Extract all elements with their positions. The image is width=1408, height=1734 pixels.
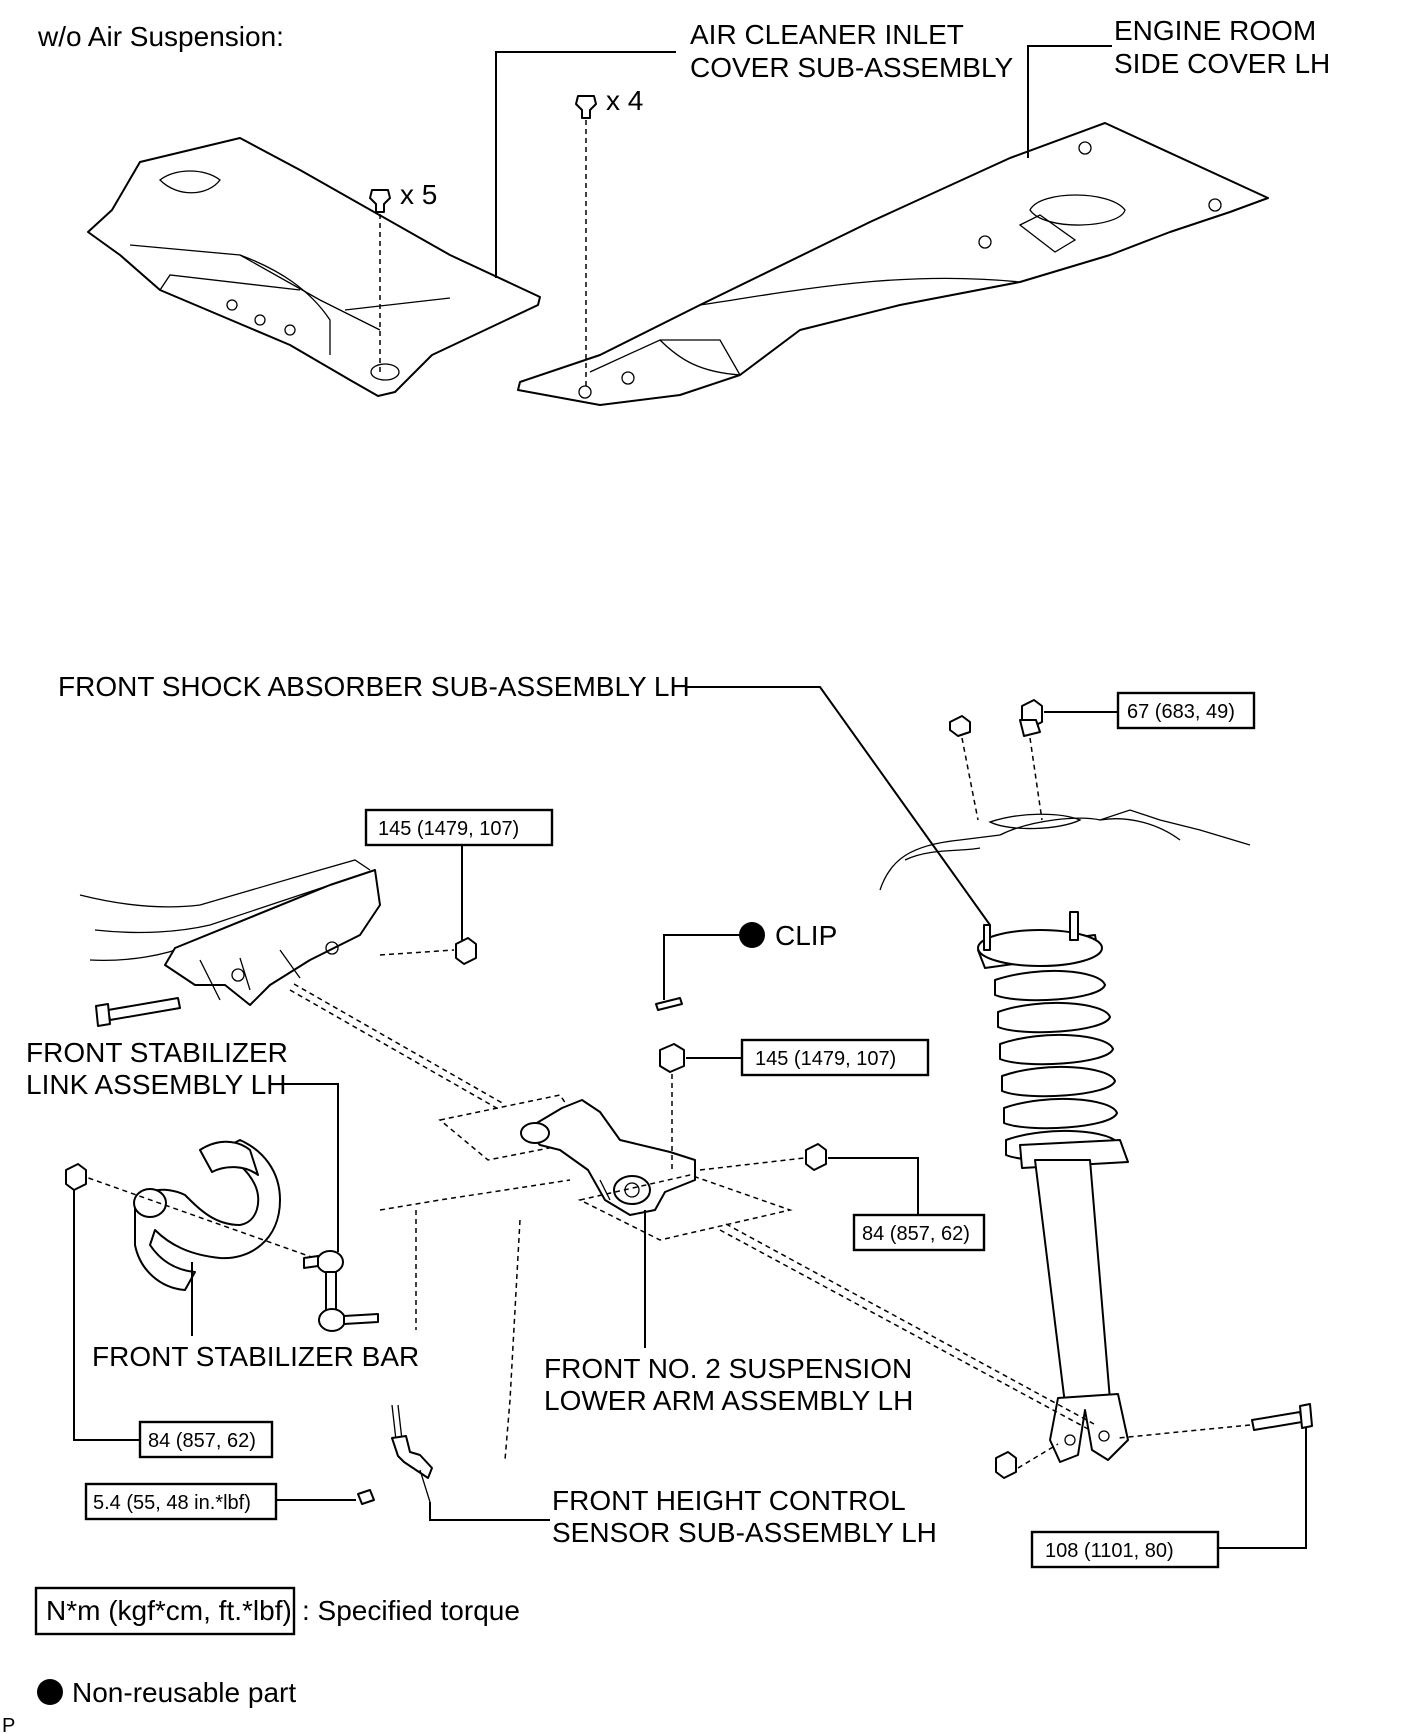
legend-non-reusable-icon: [37, 1679, 63, 1705]
engine-room-cover-label-1: ENGINE ROOM: [1114, 15, 1316, 46]
arm-shock-guide-b: [725, 1223, 1095, 1425]
arm-inner-nut-icon: [805, 1143, 827, 1171]
stabilizer-guide: [79, 1174, 321, 1261]
air-cleaner-cover-label-1: AIR CLEANER INLET: [690, 19, 964, 50]
stabilizer-nut-torque-leader: [73, 1190, 140, 1441]
arm-inner-plane: [438, 1094, 592, 1161]
non-reusable-mark-icon: [739, 922, 765, 948]
shock-lower-torque: 108 (1101, 80): [1045, 1540, 1174, 1562]
arm-outer-plane: [577, 1174, 793, 1241]
height-sensor-torque: 5.4 (55, 48 in.*lbf): [93, 1492, 251, 1514]
shock-lower-torque-box: [1030, 1530, 1220, 1569]
crossmember-nut-guide: [379, 949, 455, 956]
upper-mount-nut-icon: [949, 699, 1043, 737]
shock-absorber-label: FRONT SHOCK ABSORBER SUB-ASSEMBLY LH: [58, 671, 690, 702]
shock-absorber-drawing: [977, 911, 1129, 1463]
stabilizer-link-label-2: LINK ASSEMBLY LH: [26, 1069, 286, 1100]
lower-arm-label-2: LOWER ARM ASSEMBLY LH: [544, 1385, 913, 1416]
height-sensor-drawing: [391, 1404, 433, 1503]
corner-mark: P: [2, 1715, 15, 1734]
ball-joint-nut-icon: [659, 1043, 685, 1073]
arm-inner-guide-b: [293, 983, 505, 1105]
crossmember-torque: 145 (1479, 107): [378, 818, 519, 840]
arm-shock-guide-a: [719, 1229, 1091, 1431]
shock-absorber-leader: [686, 686, 991, 926]
side-cover-clip-icon: [575, 95, 597, 119]
stabilizer-bar-drawing: [133, 1139, 281, 1291]
crossmember-drawing: [79, 859, 381, 1006]
upper-mount-torque: 67 (683, 49): [1127, 701, 1235, 723]
legend-torque-unit: N*m (kgf*cm, ft.*lbf): [46, 1595, 292, 1626]
engine-room-side-cover-drawing: [517, 122, 1269, 406]
arm-inner-nut-guide: [699, 1157, 805, 1171]
sensor-guide: [504, 1219, 521, 1461]
cover-clip-count: x 5: [400, 179, 437, 210]
shock-lower-bolt-icon: [1251, 1403, 1313, 1431]
height-sensor-leader: [429, 1502, 550, 1521]
height-sensor-bolt-icon: [357, 1489, 375, 1505]
air-cleaner-inlet-cover-drawing: [87, 137, 541, 397]
upper-mount-guide-a: [961, 737, 979, 821]
stabilizer-nut-torque: 84 (857, 62): [148, 1430, 256, 1452]
arm-inner-torque-leader: [828, 1157, 919, 1215]
stabilizer-nut-icon: [65, 1163, 87, 1191]
stabilizer-bar-label: FRONT STABILIZER BAR: [92, 1341, 419, 1372]
clip-label: CLIP: [775, 920, 837, 951]
strut-tower-drawing: [879, 809, 1251, 891]
clip-icon: [369, 189, 391, 213]
shock-lower-nut-icon: [995, 1451, 1017, 1479]
stabilizer-arm-guide: [379, 1179, 571, 1211]
shock-lower-nut-guide: [1017, 1443, 1059, 1469]
legend-torque-text: : Specified torque: [302, 1595, 520, 1626]
side-cover-clip-count: x 4: [606, 85, 643, 116]
stabilizer-nut-torque-box: [138, 1420, 274, 1459]
cotter-clip-icon: [655, 997, 683, 1011]
air-cleaner-cover-label-2: COVER SUB-ASSEMBLY: [690, 52, 1013, 83]
engine-room-cover-label-2: SIDE COVER LH: [1114, 48, 1330, 79]
stabilizer-link-label-1: FRONT STABILIZER: [26, 1037, 288, 1068]
ball-joint-torque: 145 (1479, 107): [755, 1048, 896, 1070]
crossmember-torque-box: [364, 808, 554, 847]
shock-lower-torque-leader: [1218, 1428, 1307, 1549]
engine-room-cover-leader: [1027, 45, 1112, 158]
arm-inner-torque-box: [852, 1213, 986, 1252]
arm-inner-guide-a: [289, 989, 501, 1111]
arm-inner-torque: 84 (857, 62): [862, 1223, 970, 1245]
height-sensor-label-1: FRONT HEIGHT CONTROL: [552, 1485, 906, 1516]
upper-mount-torque-box: [1116, 691, 1256, 730]
stabilizer-link-leader: [282, 1083, 339, 1252]
ball-joint-torque-box: [740, 1038, 930, 1077]
air-cleaner-cover-leader: [495, 51, 676, 278]
crossmember-nut-icon: [455, 937, 477, 965]
clip-leader: [663, 934, 740, 1000]
lower-arm-label-1: FRONT NO. 2 SUSPENSION: [544, 1353, 912, 1384]
upper-mount-guide-b: [1029, 737, 1043, 821]
height-sensor-torque-box: [84, 1482, 278, 1521]
crossmember-bolt-icon: [95, 997, 181, 1027]
lower-arm-drawing: [520, 1099, 696, 1216]
stabilizer-link-drawing: [303, 1250, 379, 1332]
shock-lower-bolt-guide: [1117, 1424, 1251, 1439]
height-sensor-label-2: SENSOR SUB-ASSEMBLY LH: [552, 1517, 937, 1548]
legend-torque-box: [34, 1586, 296, 1636]
legend-non-reusable-text: Non-reusable part: [72, 1677, 296, 1708]
variant-title: w/o Air Suspension:: [37, 21, 284, 52]
